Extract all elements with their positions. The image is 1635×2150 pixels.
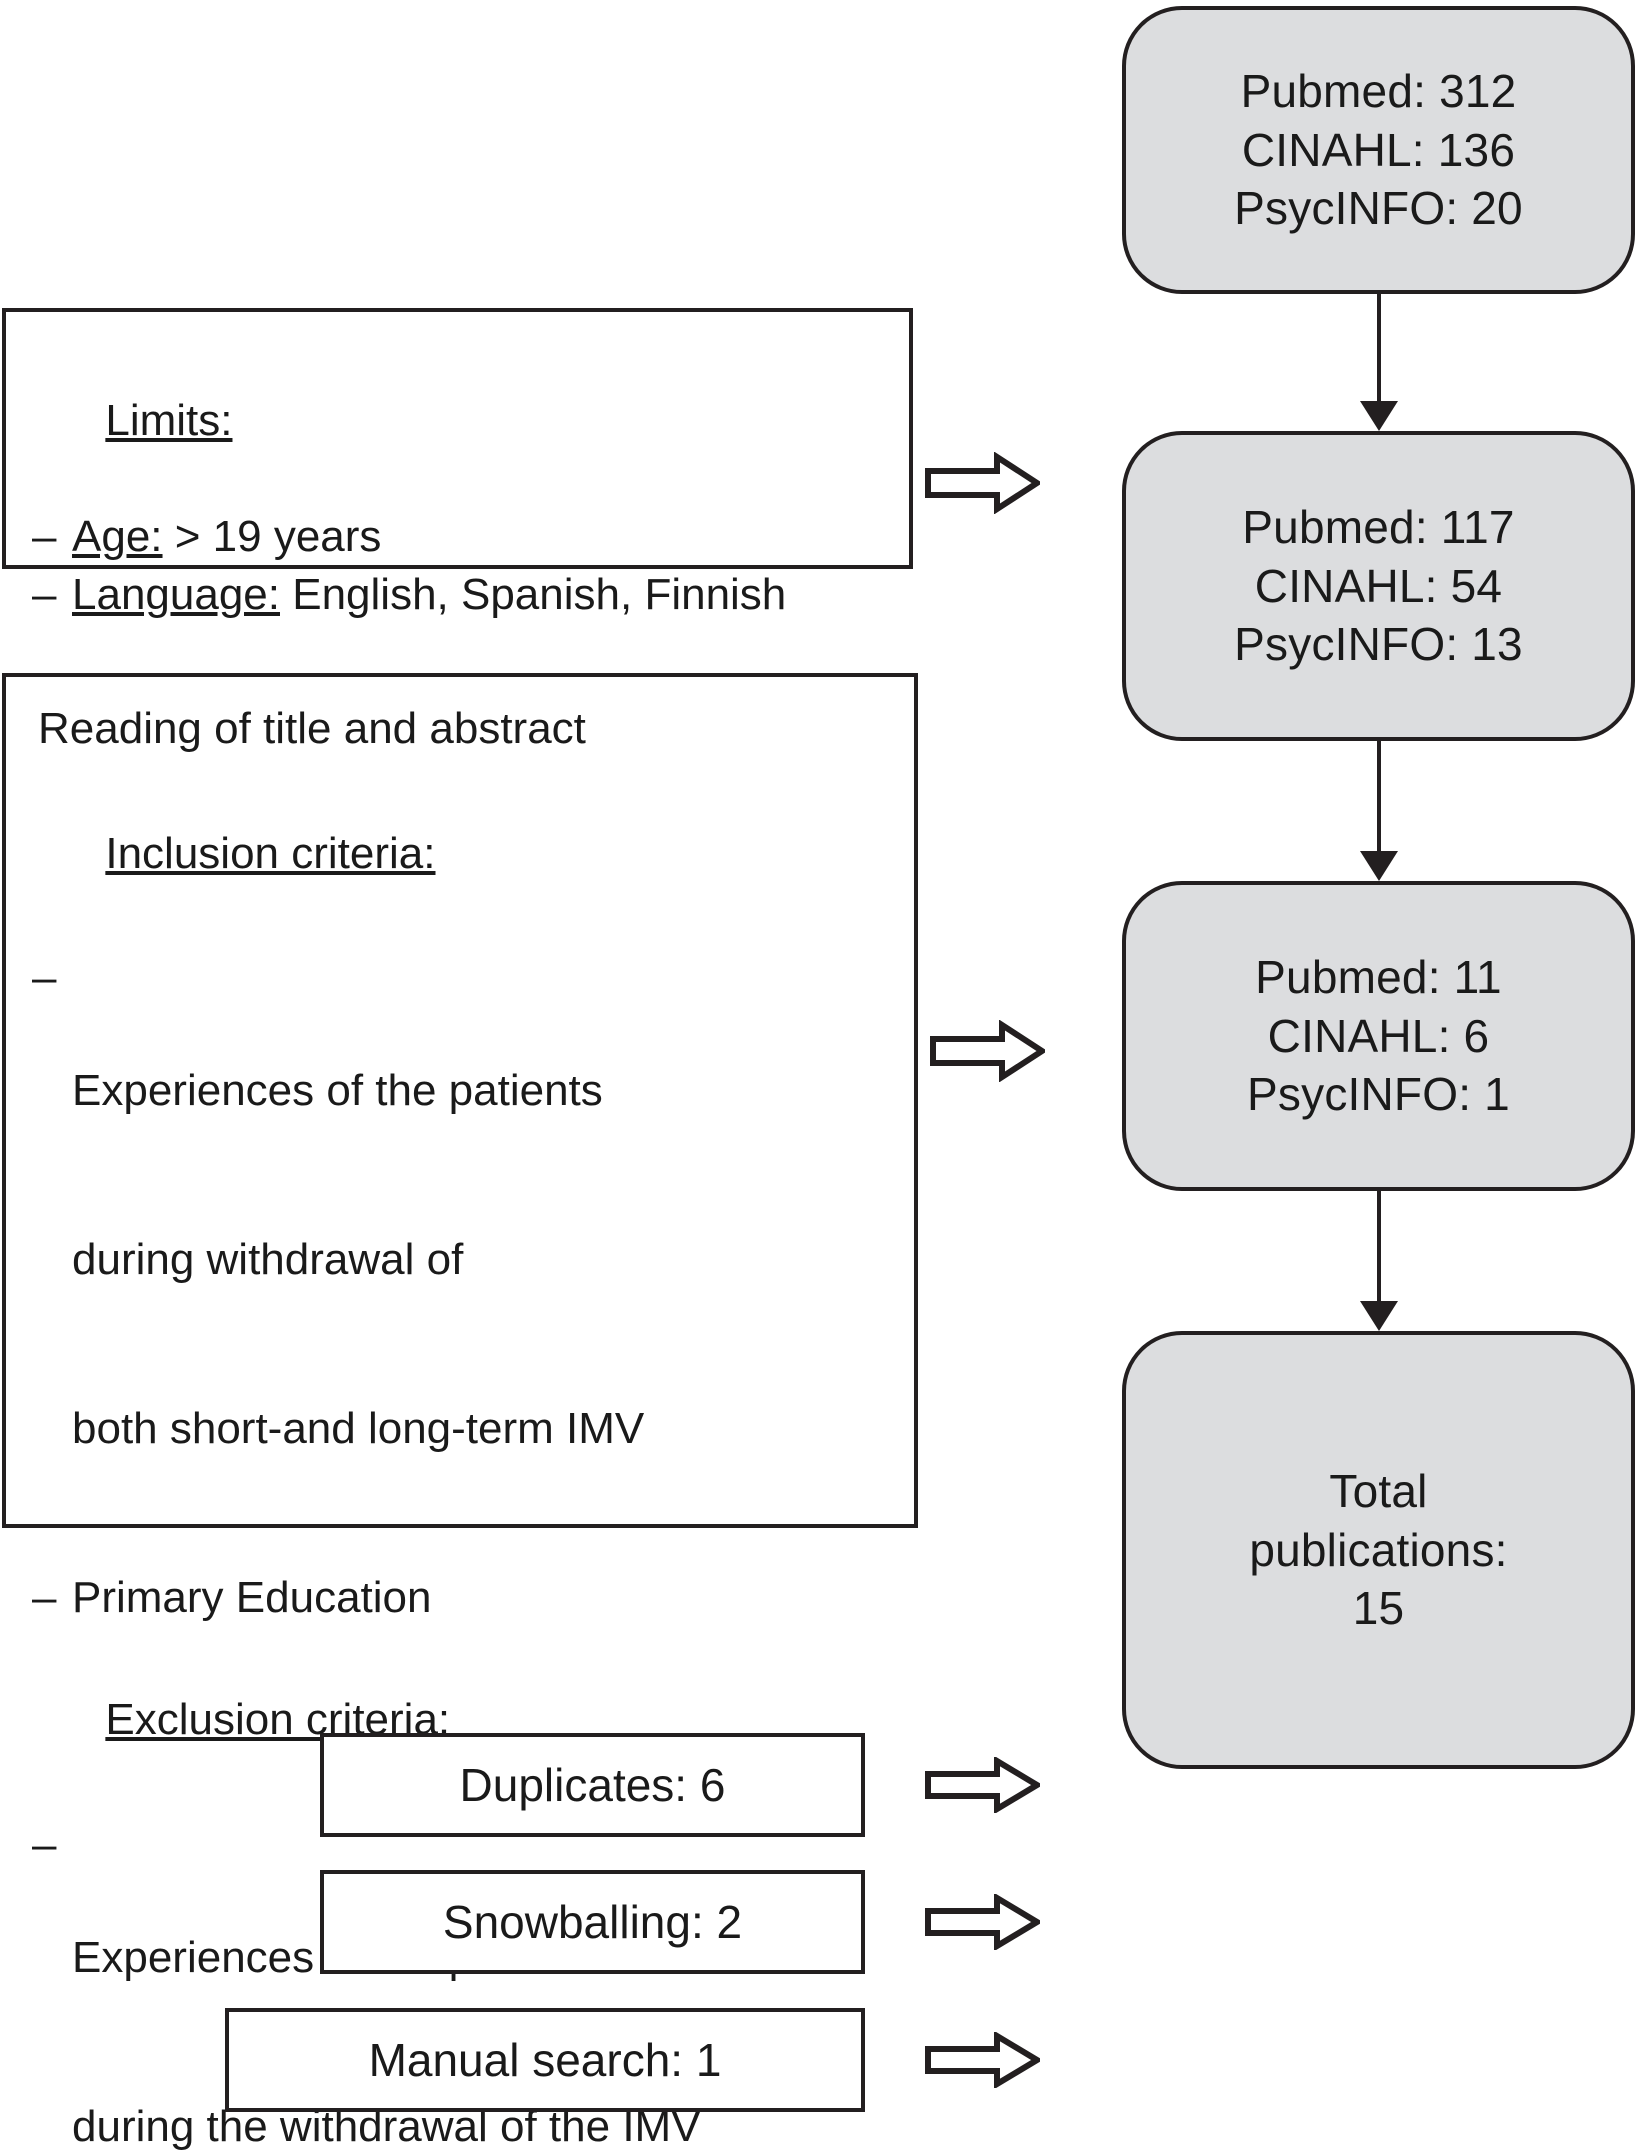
extras-snowballing-label: Snowballing: 2 [442, 1895, 743, 1948]
dash-marker: – [32, 570, 57, 620]
limits-heading: Limits: [105, 396, 233, 446]
stage3-line-2: CINAHL: 6 [1267, 1009, 1490, 1062]
results-box-total: Total publications: 15 [1122, 1331, 1635, 1769]
block-arrow-criteria [930, 1020, 1045, 1082]
results-box-stage2: Pubmed: 117 CINAHL: 54 PsycINFO: 13 [1122, 431, 1635, 741]
stage1-line-1: Pubmed: 312 [1240, 65, 1517, 118]
dash-marker: – [32, 1572, 57, 1622]
block-arrow-manual-search [925, 2032, 1040, 2088]
extras-duplicates-label: Duplicates: 6 [459, 1758, 726, 1811]
inclusion-item-1: – Experiences of the patients during wit… [32, 950, 888, 1569]
criteria-intro: Reading of title and abstract [38, 704, 586, 753]
block-arrow-duplicates [925, 1757, 1040, 1813]
connector-arrowhead [1360, 851, 1398, 881]
results-box-stage3: Pubmed: 11 CINAHL: 6 PsycINFO: 1 [1122, 881, 1635, 1191]
inclusion-item-2-text: Primary Education [72, 1572, 432, 1622]
total-line-3: 15 [1352, 1582, 1405, 1635]
connector-arrowhead [1360, 401, 1398, 431]
limits-item-age: – Age: > 19 years [32, 508, 883, 566]
extras-box-snowballing: Snowballing: 2 [320, 1870, 865, 1974]
extras-box-manual-search: Manual search: 1 [225, 2008, 865, 2112]
inclusion-item-1-text: Experiences of the patients during withd… [72, 950, 644, 1569]
inclusion-item-1-line-2: during withdrawal of [72, 1234, 464, 1284]
stage3-line-3: PsycINFO: 1 [1247, 1068, 1510, 1121]
connector-stem [1377, 1191, 1381, 1306]
total-line-2: publications: [1249, 1523, 1508, 1576]
inclusion-item-1-line-1: Experiences of the patients [72, 1065, 603, 1115]
criteria-box: Reading of title and abstract Inclusion … [2, 673, 918, 2150]
stage1-line-2: CINAHL: 136 [1241, 123, 1516, 176]
extras-manual-search-label: Manual search: 1 [368, 2033, 722, 2086]
limits-item-language-text: Language: English, Spanish, Finnish [72, 570, 787, 620]
block-arrow-limits [925, 452, 1040, 514]
connector-stem [1377, 294, 1381, 406]
connector-stem [1377, 741, 1381, 856]
dash-marker: – [32, 953, 57, 1003]
dash-marker: – [32, 512, 57, 562]
dash-marker: – [32, 1819, 57, 1869]
stage3-line-1: Pubmed: 11 [1255, 951, 1502, 1004]
stage2-line-1: Pubmed: 117 [1242, 501, 1515, 554]
inclusion-item-2: – Primary Education [32, 1570, 888, 1626]
limits-item-language: – Language: English, Spanish, Finnish [32, 566, 883, 624]
limits-box: Limits: – Age: > 19 years – Language: En… [2, 308, 913, 619]
stage2-line-2: CINAHL: 54 [1254, 559, 1503, 612]
inclusion-item-1-line-3: both short-and long-term IMV [72, 1403, 645, 1453]
results-box-stage1: Pubmed: 312 CINAHL: 136 PsycINFO: 20 [1122, 6, 1635, 294]
limits-item-age-text: Age: > 19 years [72, 512, 382, 562]
total-line-1: Total [1329, 1465, 1428, 1518]
stage2-line-3: PsycINFO: 13 [1234, 618, 1523, 671]
extras-box-duplicates: Duplicates: 6 [320, 1733, 865, 1837]
connector-arrowhead [1360, 1301, 1398, 1331]
stage1-line-3: PsycINFO: 20 [1234, 182, 1523, 235]
inclusion-heading: Inclusion criteria: [105, 828, 436, 878]
block-arrow-snowballing [925, 1894, 1040, 1950]
